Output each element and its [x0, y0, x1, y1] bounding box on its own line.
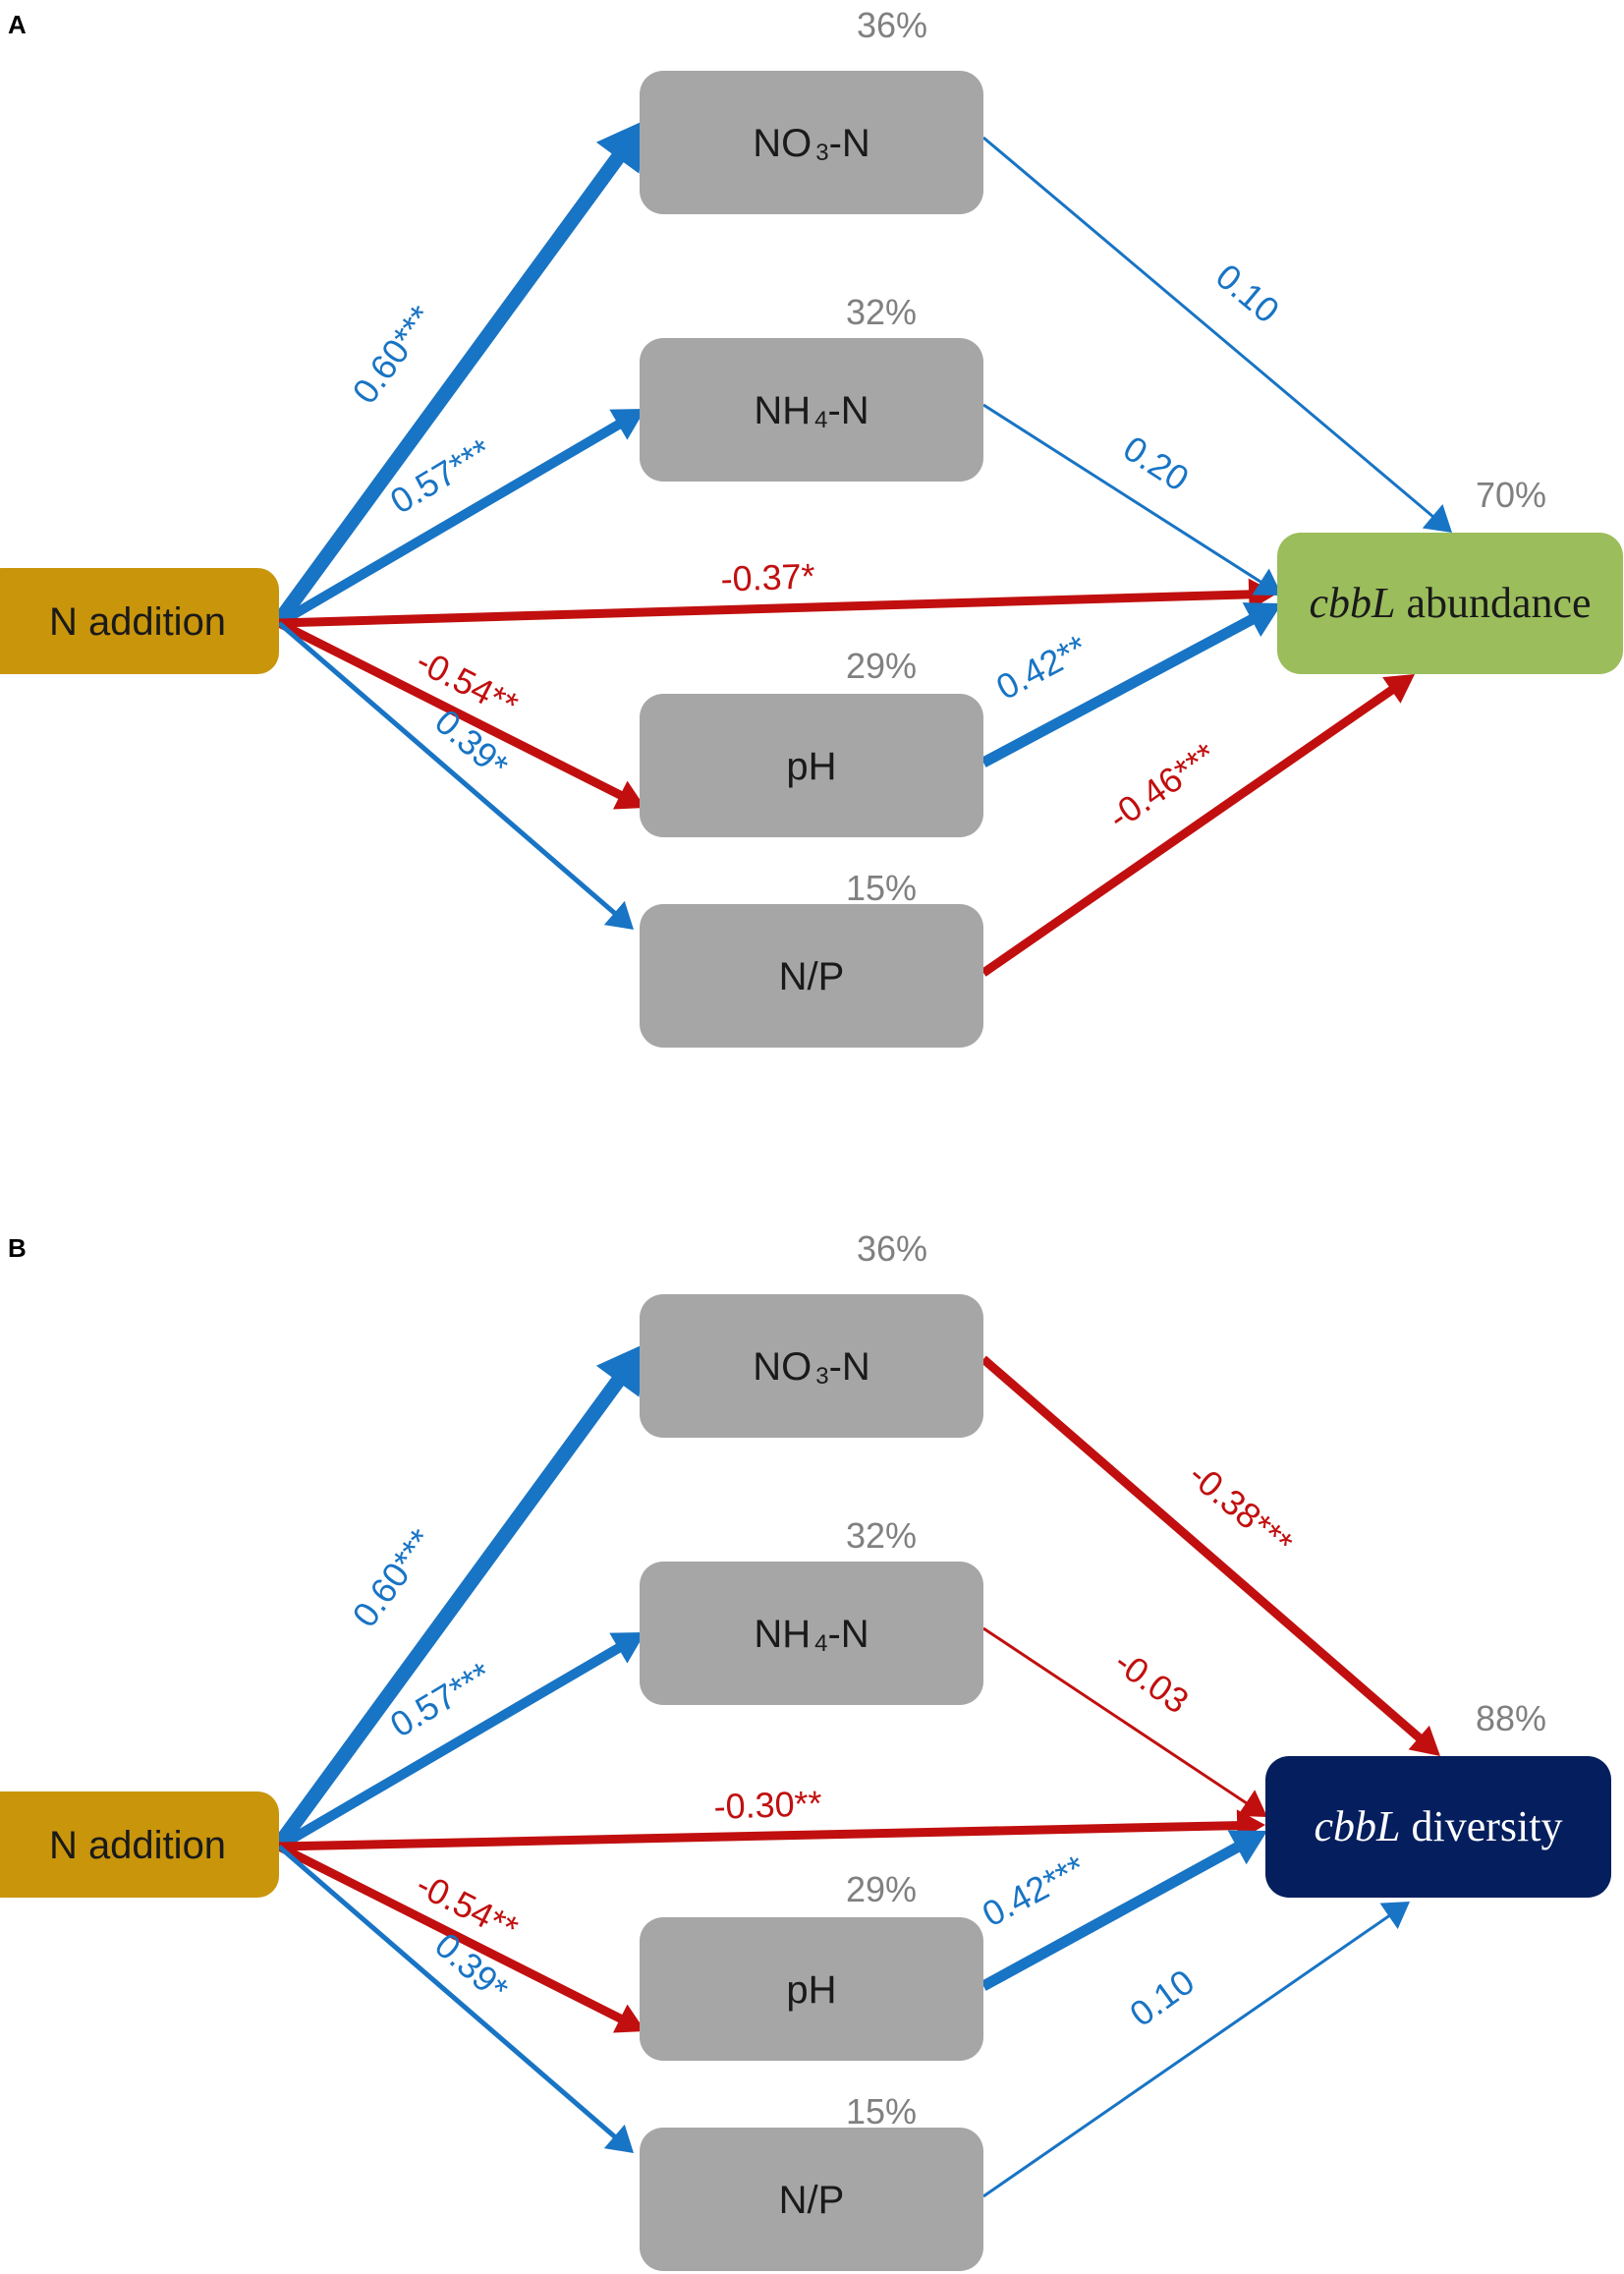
r2-np: 15%	[846, 2091, 917, 2132]
path-arrow-t-nh4	[276, 417, 627, 628]
panel-letter: B	[8, 1233, 27, 1263]
arrowhead-np-out	[1379, 1902, 1410, 1929]
path-coef-np-out: 0.10	[1122, 1961, 1202, 2034]
mediator-node-ph	[640, 694, 983, 837]
path-arrow-t-ph	[276, 1842, 628, 2025]
arrowhead-t-no3	[595, 120, 645, 174]
r2-outcome: 88%	[1476, 1698, 1546, 1738]
outcome-label: cbbL diversity	[1315, 1802, 1563, 1850]
path-coef-t-no3: 0.60***	[344, 1521, 441, 1634]
r2-ph: 29%	[846, 1869, 917, 1909]
path-arrow-t-np	[277, 621, 620, 919]
path-arrow-ph-out	[980, 1839, 1246, 1991]
panel-letter: A	[8, 10, 27, 39]
arrowhead-ph-out	[1227, 1830, 1267, 1865]
r2-no3: 36%	[857, 1228, 927, 1269]
mediator-node-nh4	[640, 1562, 983, 1705]
arrowhead-no3-out	[1408, 1725, 1440, 1756]
path-coef-nh4-out: 0.20	[1116, 427, 1196, 499]
arrowhead-nh4-out	[1237, 1790, 1267, 1817]
path-arrow-no3-out	[982, 136, 1438, 521]
arrowhead-t-no3	[595, 1343, 645, 1397]
mediator-node-nh4	[640, 338, 983, 482]
path-coef-ph-out: 0.42**	[989, 627, 1093, 708]
panel-b: B0.60***0.57***-0.30**-0.54**0.39*-0.38*…	[0, 1228, 1611, 2271]
arrowhead-t-np	[603, 900, 634, 930]
path-arrow-np-out	[982, 1911, 1394, 2198]
path-arrow-ph-out	[980, 611, 1260, 767]
treatment-node	[0, 568, 279, 674]
path-arrow-t-out	[278, 590, 1256, 628]
arrowhead-ph-out	[1242, 602, 1282, 638]
outcome-node	[1277, 533, 1623, 674]
path-arrows	[272, 1343, 1440, 2198]
r2-no3: 36%	[857, 5, 927, 45]
arrowhead-t-ph	[612, 780, 645, 810]
path-arrow-t-out	[278, 1821, 1244, 1851]
path-arrow-t-no3	[272, 1369, 630, 1849]
path-arrow-t-no3	[272, 145, 630, 626]
path-coef-t-out: -0.37*	[720, 555, 815, 598]
r2-nh4: 32%	[846, 292, 917, 332]
path-arrow-no3-out	[980, 1355, 1427, 1745]
treatment-label: N addition	[49, 600, 226, 644]
arrowhead-t-ph	[612, 2004, 645, 2033]
path-coef-t-out: -0.30**	[713, 1783, 822, 1827]
path-coef-ph-out: 0.42***	[976, 1848, 1092, 1935]
outcome-node	[1265, 1756, 1611, 1898]
outcome-label: cbbL abundance	[1309, 579, 1591, 627]
mediator-node-np	[640, 2128, 983, 2271]
path-arrow-nh4-out	[982, 403, 1266, 587]
mediator-label-ph: pH	[786, 745, 836, 788]
arrowhead-no3-out	[1422, 504, 1452, 533]
path-coef-t-no3: 0.60***	[344, 298, 441, 411]
path-arrow-t-nh4	[276, 1640, 627, 1851]
path-arrows	[272, 120, 1452, 977]
mediator-node-ph	[640, 1917, 983, 2061]
treatment-label: N addition	[49, 1824, 226, 1867]
arrowhead-nh4-out	[1252, 568, 1282, 596]
r2-np: 15%	[846, 868, 917, 908]
path-arrow-np-out	[980, 683, 1399, 977]
path-arrow-t-ph	[276, 618, 628, 802]
arrowhead-np-out	[1382, 674, 1415, 704]
path-coef-no3-out: 0.10	[1208, 256, 1287, 330]
mediator-label-np: N/P	[779, 2179, 845, 2222]
r2-ph: 29%	[846, 646, 917, 686]
r2-outcome: 70%	[1476, 475, 1546, 515]
path-coef-nh4-out: -0.03	[1107, 1641, 1196, 1721]
arrowhead-t-nh4	[609, 1632, 645, 1664]
mediator-label-np: N/P	[779, 955, 845, 998]
mediator-label-ph: pH	[786, 1968, 836, 2012]
arrowhead-t-np	[603, 2124, 634, 2153]
mediator-node-no3	[640, 71, 983, 214]
r2-nh4: 32%	[846, 1515, 917, 1556]
treatment-node	[0, 1791, 279, 1898]
mediator-node-no3	[640, 1294, 983, 1438]
mediator-node-np	[640, 904, 983, 1048]
path-arrow-nh4-out	[982, 1626, 1252, 1807]
path-arrow-t-np	[277, 1845, 620, 2142]
panel-a: A0.60***0.57***-0.37*-0.54**0.39*0.100.2…	[0, 5, 1623, 1048]
arrowhead-t-nh4	[609, 409, 645, 440]
